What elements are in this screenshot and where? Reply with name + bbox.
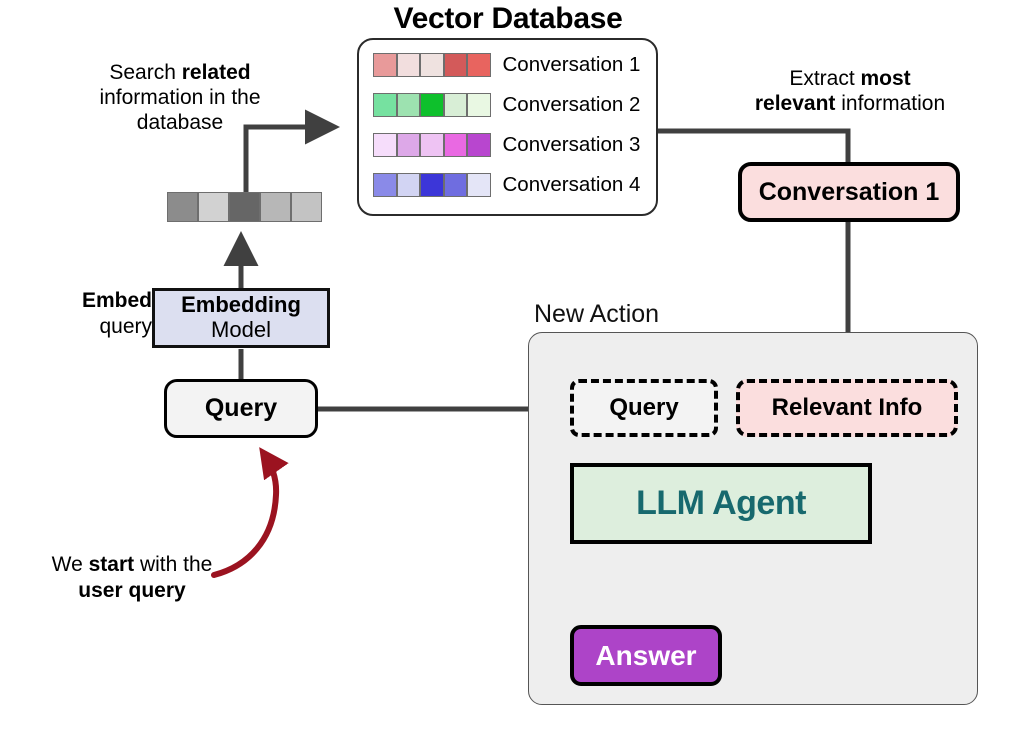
conversation-1-node[interactable]: Conversation 1 (738, 162, 960, 222)
vdb-row-4: Conversation 4 (373, 173, 640, 197)
swatch (396, 93, 420, 117)
swatch (467, 93, 491, 117)
annotation-start-l2: user query (78, 579, 186, 602)
annotation-start-l1a: We (51, 553, 89, 576)
vector-database-panel: Conversation 1 Conversation 2 Conversati… (357, 38, 658, 216)
query-embedding-vector (167, 192, 322, 222)
annotation-extract-line1-plain: Extract (789, 67, 861, 90)
arrow-search-to-db (243, 109, 341, 195)
swatch (420, 173, 444, 197)
annotation-search: Search related information in the databa… (48, 60, 312, 135)
annotation-extract: Extract most relevant information (704, 66, 996, 116)
embedding-swatches (373, 173, 491, 197)
annotation-embed-plain: query (99, 315, 152, 338)
annotation-start: We start with the user query (22, 552, 242, 604)
annotation-embed-bold: Embed (81, 289, 152, 312)
annotation-start-l1c: with the (134, 553, 213, 576)
swatch (467, 53, 491, 77)
swatch (167, 192, 198, 222)
vdb-row-label: Conversation 3 (502, 133, 641, 156)
connector-db-to-conversation1 (658, 128, 851, 162)
swatch (198, 192, 229, 222)
swatch (373, 173, 397, 197)
llm-agent-node[interactable]: LLM Agent (570, 463, 872, 544)
annotation-extract-line2-bold: relevant (754, 92, 836, 115)
embedding-model-line1: Embedding (181, 292, 301, 317)
annotation-search-line1-bold: related (181, 61, 251, 84)
vdb-row-1: Conversation 1 (373, 53, 640, 77)
swatch (420, 53, 444, 77)
swatch (467, 173, 491, 197)
swatch (420, 133, 444, 157)
annotation-search-line3: database (136, 111, 224, 134)
vdb-row-label: Conversation 4 (502, 173, 641, 196)
query-node[interactable]: Query (164, 379, 318, 438)
annotation-start-l1b: start (88, 553, 135, 576)
relevant-info-node[interactable]: Relevant Info (736, 379, 958, 437)
new-action-label: New Action (534, 300, 660, 328)
vdb-row-2: Conversation 2 (373, 93, 640, 117)
annotation-search-line1-plain: Search (109, 61, 182, 84)
vdb-row-label: Conversation 1 (502, 53, 641, 76)
answer-node[interactable]: Answer (570, 625, 722, 686)
swatch (396, 133, 420, 157)
page-title: Vector Database (393, 2, 623, 35)
swatch (443, 133, 467, 157)
swatch (291, 192, 322, 222)
annotation-extract-line2-plain: information (835, 92, 946, 115)
swatch (443, 53, 467, 77)
swatch (373, 133, 397, 157)
vdb-row-3: Conversation 3 (373, 133, 640, 157)
swatch (373, 93, 397, 117)
embedding-model-node[interactable]: Embedding Model (152, 288, 330, 348)
annotation-extract-line1-bold: most (860, 67, 911, 90)
swatch (396, 173, 420, 197)
vdb-row-label: Conversation 2 (502, 93, 641, 116)
swatch (260, 192, 291, 222)
annotation-search-line2: information in the (99, 86, 261, 109)
swatch (396, 53, 420, 77)
embedding-model-line2: Model (211, 317, 271, 342)
annotation-embed: Embed query (28, 288, 152, 340)
embedding-swatches (373, 53, 491, 77)
swatch (443, 93, 467, 117)
swatch (229, 192, 260, 222)
swatch (373, 53, 397, 77)
swatch (420, 93, 444, 117)
embedding-swatches (373, 133, 491, 157)
embedding-swatches (373, 93, 491, 117)
swatch (467, 133, 491, 157)
new-action-query-node[interactable]: Query (570, 379, 718, 437)
swatch (443, 173, 467, 197)
